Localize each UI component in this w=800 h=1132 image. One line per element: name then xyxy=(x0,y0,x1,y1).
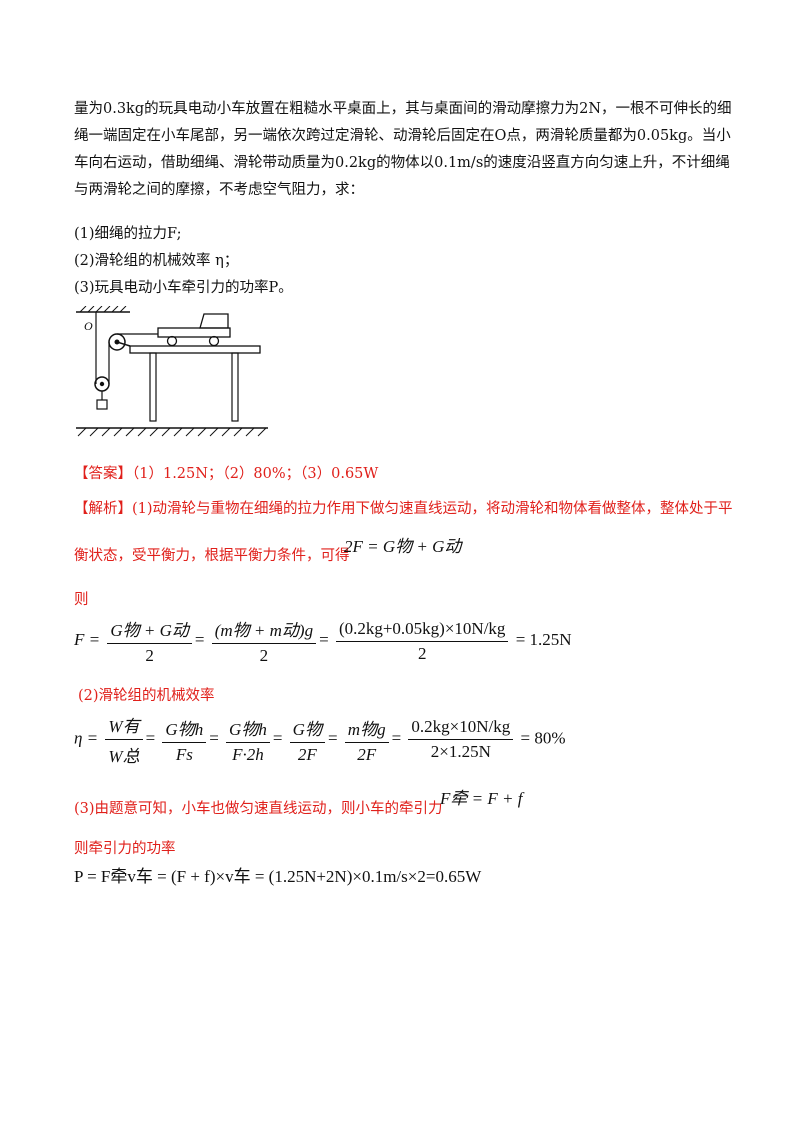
analysis-tag: 【解析】 xyxy=(74,501,132,517)
equation-4: F牵 = F + f xyxy=(440,789,523,808)
eq3-frac4-num: G物 xyxy=(289,715,325,743)
eq2-frac3-den: 2 xyxy=(417,643,427,663)
eq3-frac1-den: W总 xyxy=(108,747,140,766)
answer-tag: 【答案】 xyxy=(74,466,132,482)
eq3-frac5-den: 2F xyxy=(357,744,377,764)
eq3-frac4-den: 2F xyxy=(297,744,317,764)
eq2-frac1-num: G物 + G动 xyxy=(107,616,192,644)
analysis-part1-a: (1)动滑轮与重物在细绳的拉力作用下做匀速直线运动，将动滑轮和物体看做整体，整体… xyxy=(132,501,733,517)
eq2-frac3-num: (0.2kg+0.05kg)×10N/kg xyxy=(335,619,509,642)
analysis-part3: (3)由题意可知，小车也做匀速直线运动，则小车的牵引力 xyxy=(74,801,443,817)
eq2-lhs: F = xyxy=(74,629,101,649)
question-1: (1)细绳的拉力F; xyxy=(74,226,182,242)
analysis-part1-line1: 【解析】(1)动滑轮与重物在细绳的拉力作用下做匀速直线运动，将动滑轮和物体看做整… xyxy=(74,497,733,518)
problem-intro: 量为0.3kg的玩具电动小车放置在粗糙水平桌面上，其与桌面间的滑动摩擦力为2N，… xyxy=(74,101,732,198)
point-o-label: O xyxy=(84,319,93,333)
eq2-result: = 1.25N xyxy=(515,629,572,649)
eq3-result: = 80% xyxy=(520,728,566,748)
eq3-frac2-den: Fs xyxy=(175,744,193,764)
eq2-frac1-den: 2 xyxy=(145,646,154,665)
eq3-frac2-num: G物h xyxy=(162,715,207,743)
eq3-frac6-den: 2×1.25N xyxy=(430,742,491,761)
analysis-part1-b: 衡状态，受平衡力，根据平衡力条件，可得 xyxy=(74,548,350,564)
eq2-frac2-den: 2 xyxy=(259,646,269,665)
eq3-frac6-num: 0.2kg×10N/kg xyxy=(408,717,514,740)
question-3: (3)玩具电动小车牵引力的功率P。 xyxy=(74,280,293,296)
eq3-frac3-num: G物h xyxy=(226,715,270,743)
pulley-diagram: O xyxy=(76,306,268,437)
eq3-frac5-num: m物g xyxy=(344,715,389,743)
analysis-then: 则 xyxy=(74,592,89,608)
analysis-part1-line2: 衡状态，受平衡力，根据平衡力条件，可得 xyxy=(74,544,350,565)
answer-line: 【答案】（1）1.25N；（2）80%；（3）0.65W xyxy=(74,462,378,483)
eq3-lhs: η = xyxy=(74,728,99,748)
answer-text: （1）1.25N；（2）80%；（3）0.65W xyxy=(132,466,379,482)
analysis-part3-b: 则牵引力的功率 xyxy=(74,841,176,857)
equation-5: P = F牵v车 = (F + f)×v车 = (1.25N+2N)×0.1m/… xyxy=(74,867,482,886)
eq2-frac2-num: (m物 + m动)g xyxy=(211,616,317,644)
question-2: (2)滑轮组的机械效率 η； xyxy=(74,253,239,269)
equation-1: 2F = G物 + G动 xyxy=(344,537,462,556)
eq3-frac1-num: W有 xyxy=(105,712,143,740)
eq3-frac3-den: F·2h xyxy=(232,744,264,764)
analysis-part2: (2)滑轮组的机械效率 xyxy=(78,688,215,704)
